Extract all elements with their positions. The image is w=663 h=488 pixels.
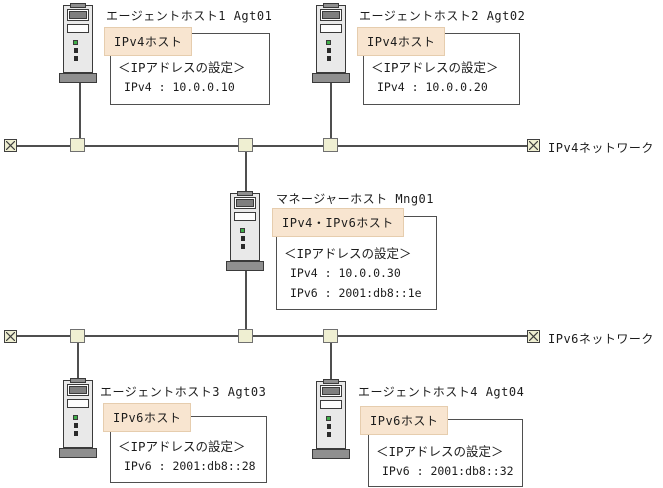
server-button-icon [241,236,245,241]
server-button-icon [327,48,331,53]
server-topbar [323,379,339,384]
server-base [312,73,350,83]
network-endpoint-icon [4,139,17,152]
server-led-icon [326,416,331,421]
server-body [63,5,93,73]
link-agt04 [330,343,332,383]
server-button-icon [327,56,331,61]
server-drive-bay [234,197,256,209]
server-base [226,261,264,271]
ipv4-network-line [16,145,528,147]
host-type-tag-agt01: IPv4ホスト [104,27,193,56]
server-button-icon [74,431,78,436]
server-icon [59,378,97,458]
host-type-tag-agt03: IPv6ホスト [103,403,192,432]
server-button-icon [74,56,78,61]
server-icon [226,191,264,271]
server-topbar [70,378,86,383]
server-body [316,381,346,449]
server-drive-bay [320,400,342,409]
server-button-icon [74,423,78,428]
link-agt03 [77,343,79,382]
server-base [59,448,97,458]
host-name-mng01: マネージャーホスト Mng01 [276,192,435,206]
server-drive-bay [320,385,342,397]
server-drive-bay [320,24,342,33]
network-label-ipv6: IPv6ネットワーク [548,332,654,346]
network-tap-icon [238,138,253,152]
server-body [230,193,260,261]
server-drive-bay [67,399,89,408]
server-button-icon [74,48,78,53]
link-agt02 [330,80,332,140]
ip-settings-heading: ＜IPアドレスの設定＞ [371,60,499,75]
ip-settings-heading: ＜IPアドレスの設定＞ [284,246,412,261]
network-tap-icon [323,138,338,152]
server-led-icon [73,415,78,420]
server-led-icon [326,40,331,45]
network-label-ipv4: IPv4ネットワーク [548,141,654,155]
ip-settings-heading: ＜IPアドレスの設定＞ [118,60,246,75]
server-drive-bay [234,212,256,221]
ip-address-value: IPv4 : 10.0.0.30 [290,266,401,280]
host-name-agt01: エージェントホスト1 Agt01 [106,9,273,23]
server-led-icon [240,228,245,233]
server-icon [312,3,350,83]
server-body [316,5,346,73]
network-tap-icon [70,329,85,343]
server-button-icon [327,432,331,437]
network-endpoint-icon [527,139,540,152]
server-icon [312,379,350,459]
host-name-agt03: エージェントホスト3 Agt03 [100,385,267,399]
host-name-agt04: エージェントホスト4 Agt04 [358,385,525,399]
server-drive-bay [67,24,89,33]
host-type-tag-mng01: IPv4・IPv6ホスト [272,208,404,237]
server-base [312,449,350,459]
server-button-icon [241,244,245,249]
server-led-icon [73,40,78,45]
network-endpoint-icon [527,330,540,343]
link-agt01 [79,80,81,140]
ip-address-value: IPv6 : 2001:db8::1e [290,286,422,300]
server-topbar [323,3,339,8]
server-body [63,380,93,448]
server-button-icon [327,424,331,429]
ip-address-value: IPv4 : 10.0.0.20 [377,80,488,94]
network-tap-icon [70,138,85,152]
host-name-agt02: エージェントホスト2 Agt02 [359,9,526,23]
ipv6-network-line [16,335,528,337]
ip-settings-heading: ＜IPアドレスの設定＞ [118,439,246,454]
ip-settings-heading: ＜IPアドレスの設定＞ [376,444,504,459]
ip-address-value: IPv4 : 10.0.0.10 [124,80,235,94]
network-tap-icon [238,329,253,343]
ip-address-value: IPv6 : 2001:db8::28 [124,459,256,473]
server-drive-bay [67,9,89,21]
server-base [59,73,97,83]
server-topbar [70,3,86,8]
ip-address-value: IPv6 : 2001:db8::32 [382,464,514,478]
network-tap-icon [323,329,338,343]
host-type-tag-agt02: IPv4ホスト [357,27,446,56]
server-drive-bay [320,9,342,21]
host-type-tag-agt04: IPv6ホスト [360,406,449,435]
server-icon [59,3,97,83]
server-topbar [237,191,253,196]
server-drive-bay [67,384,89,396]
network-endpoint-icon [4,330,17,343]
